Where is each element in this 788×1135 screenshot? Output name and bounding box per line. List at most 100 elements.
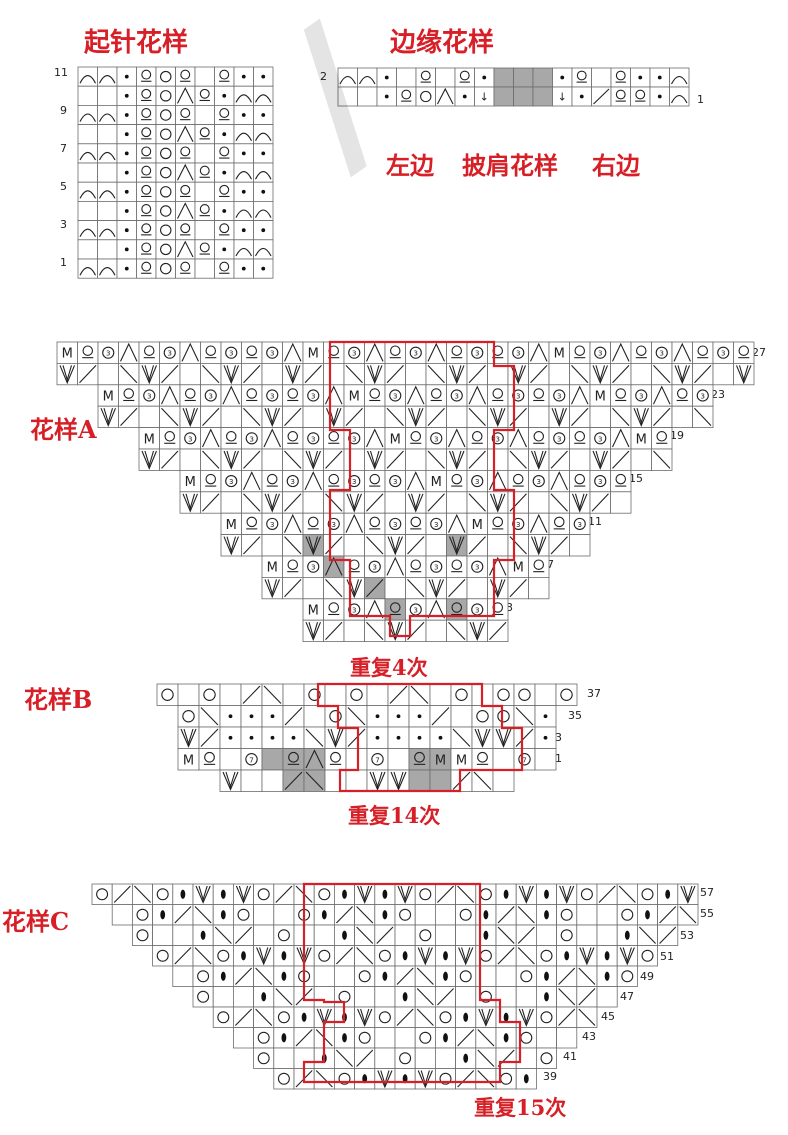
chart-cell [313, 904, 335, 926]
chart-cell [364, 577, 386, 600]
chart-cell [323, 619, 345, 643]
chart-cell: M [548, 341, 570, 364]
svg-text:3: 3 [352, 607, 356, 615]
row-number: 11 [54, 66, 68, 79]
chart-cell [136, 200, 157, 221]
chart-cell [192, 945, 214, 967]
chart-cell [671, 384, 693, 407]
chart-cell [366, 705, 389, 728]
chart-cell [408, 748, 431, 771]
svg-text:3: 3 [455, 393, 459, 401]
svg-text:M: M [185, 475, 196, 490]
chart-cell [446, 577, 468, 600]
chart-cell [630, 67, 651, 88]
chart-cell [364, 448, 386, 471]
chart-cell [253, 1047, 275, 1069]
svg-text:3: 3 [516, 393, 520, 401]
chart-cell [374, 924, 396, 946]
chart-cell [198, 705, 221, 728]
chart-cell [455, 945, 477, 967]
chart-cell [273, 965, 295, 987]
chart-cell [548, 491, 570, 514]
chart-cell [77, 200, 98, 221]
chart-cell [354, 1068, 376, 1090]
row-number: 39 [543, 1070, 557, 1083]
shawl-pattern-label: 披肩花样 [462, 151, 558, 180]
chart-cell [434, 924, 456, 946]
chart-cell [425, 491, 447, 514]
chart-cell [374, 883, 396, 905]
svg-text:3: 3 [475, 350, 479, 358]
chart-cell [536, 965, 558, 987]
chart-cell: M [425, 469, 447, 493]
chart-cell [253, 124, 274, 145]
chart-cell [282, 748, 305, 771]
chart-cell [116, 143, 137, 164]
chart-cell [282, 726, 305, 749]
svg-text:3: 3 [270, 350, 274, 358]
svg-text:3: 3 [475, 478, 479, 486]
chart-cell [198, 683, 221, 706]
chart-cell [155, 239, 176, 260]
chart-cell [97, 181, 118, 202]
chart-cell [220, 384, 242, 407]
chart-cell [253, 883, 275, 905]
chart-cell [532, 86, 553, 107]
chart-cell [630, 86, 651, 107]
chart-cell [200, 362, 222, 386]
chart-cell [313, 924, 335, 946]
chart-cell [357, 86, 378, 107]
svg-text:M: M [636, 432, 647, 447]
chart-cell [548, 448, 570, 471]
row-number: 3 [506, 601, 513, 614]
chart-cell [241, 362, 263, 386]
chart-cell [354, 945, 376, 967]
chart-cell [97, 85, 118, 106]
chart-cell [515, 883, 537, 905]
svg-text:3: 3 [414, 350, 418, 358]
chart-cell [282, 448, 304, 471]
chart-cell [569, 427, 591, 450]
chart-cell [77, 341, 99, 364]
chart-cell [337, 86, 358, 107]
chart-cell [303, 683, 326, 706]
chart-cell [446, 555, 468, 578]
chart-cell [596, 986, 618, 1008]
chart-cell [345, 726, 368, 749]
chart-cell [569, 491, 591, 514]
chart-cell [198, 748, 221, 771]
chart-cell [253, 105, 274, 126]
chart-cell [610, 405, 632, 429]
chart-cell [324, 705, 347, 728]
chart-cell [556, 924, 578, 946]
svg-text:3: 3 [229, 478, 233, 486]
chart-cell [589, 491, 611, 514]
chart-cell [219, 769, 242, 792]
chart-cell [493, 86, 514, 107]
chart-cell [630, 341, 652, 364]
chart-cell: 3 [261, 341, 283, 364]
chart-cell [507, 405, 529, 429]
chart-cell [475, 883, 497, 905]
chart-cell: M [138, 427, 160, 450]
chart-cell [471, 726, 494, 749]
chart-cell [175, 143, 196, 164]
chart-cell [434, 965, 456, 987]
row-number: 1 [60, 256, 67, 269]
chart-cell [556, 1006, 578, 1028]
chart-cell [152, 883, 174, 905]
chart-cell [651, 384, 673, 407]
chart-cell [323, 448, 345, 471]
chart-cell [241, 448, 263, 471]
chart-cell [220, 491, 242, 514]
chart-cell: 3 [548, 384, 570, 407]
chart-cell [343, 619, 365, 643]
svg-text:M: M [308, 604, 319, 619]
chart-cell [175, 105, 196, 126]
chart-cell [434, 904, 456, 926]
chart-cell [333, 945, 355, 967]
repeat-a-label: 重复4次 [350, 655, 428, 680]
chart-cell [414, 1006, 436, 1028]
chart-cell [596, 904, 618, 926]
chart-cell [408, 705, 431, 728]
